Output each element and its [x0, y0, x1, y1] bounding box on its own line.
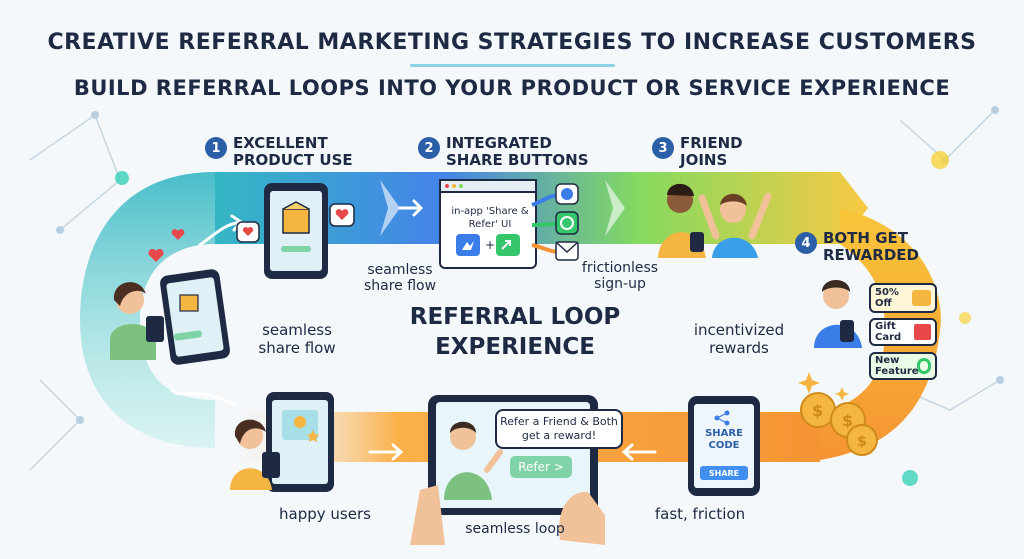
share-code-label: SHARE CODE	[705, 428, 743, 451]
label-seamless-loop: seamless loop	[465, 521, 565, 537]
title-divider	[410, 64, 615, 67]
label-fast-friction: fast, friction	[654, 505, 746, 523]
label-happy-users: happy users	[279, 505, 371, 523]
reward-new-feature: New Feature	[869, 352, 937, 380]
step-1: 1 EXCELLENT PRODUCT USE	[205, 135, 375, 169]
share-button[interactable]: SHARE	[700, 466, 748, 480]
center-title-line2: EXPERIENCE	[435, 334, 595, 360]
reward-feature-label: New Feature	[875, 355, 919, 377]
label-frictionless-signup: frictionless sign-up	[581, 260, 659, 292]
step-number: 3	[652, 137, 674, 159]
step-number: 4	[795, 232, 817, 254]
share-panel-text: in-app 'Share & Refer' UI	[451, 206, 529, 230]
step-label: FRIEND JOINS	[680, 134, 743, 169]
subtitle: BUILD REFERRAL LOOPS INTO YOUR PRODUCT O…	[73, 76, 951, 100]
step-label: INTEGRATED SHARE BUTTONS	[446, 134, 589, 169]
reward-discount-label: 50% Off	[875, 287, 899, 309]
center-title-line1: REFERRAL LOOP	[409, 304, 621, 330]
step-label: BOTH GET REWARDED	[823, 229, 919, 264]
main-title: CREATIVE REFERRAL MARKETING STRATEGIES T…	[47, 30, 977, 55]
step-2: 2 INTEGRATED SHARE BUTTONS	[418, 135, 598, 169]
gift-icon	[913, 324, 931, 340]
refer-speech-bubble: Refer a Friend & Both get a reward!	[495, 409, 623, 449]
step-3: 3 FRIEND JOINS	[652, 135, 772, 169]
label-seamless-share-top: seamless share flow	[363, 262, 437, 294]
reward-discount: 50% Off	[869, 283, 937, 313]
center-title: REFERRAL LOOP EXPERIENCE	[360, 302, 670, 362]
refer-button[interactable]: Refer >	[510, 456, 572, 478]
step-4: 4 BOTH GET REWARDED	[795, 230, 930, 264]
step-number: 1	[205, 137, 227, 159]
step-number: 2	[418, 137, 440, 159]
tag-icon	[911, 290, 931, 306]
label-incentivized-rewards: incentivized rewards	[693, 321, 785, 357]
reward-gift-card: Gift Card	[869, 318, 937, 346]
gear-icon	[917, 358, 931, 374]
reward-gift-label: Gift Card	[875, 321, 902, 343]
label-seamless-share-left: seamless share flow	[258, 321, 336, 357]
step-label: EXCELLENT PRODUCT USE	[233, 134, 353, 169]
